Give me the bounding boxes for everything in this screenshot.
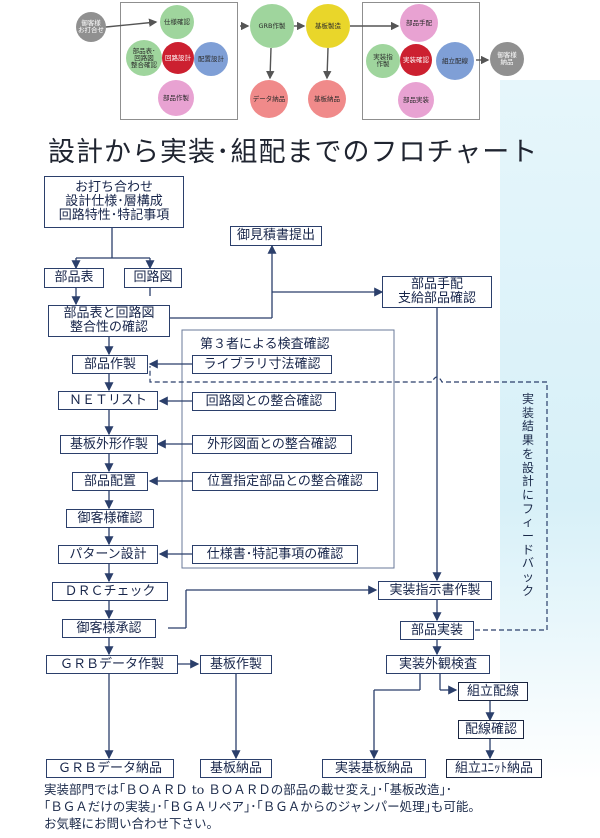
spec-check-box: 仕様書･特記事項の確認 xyxy=(192,545,358,564)
page-title: 設計から実装･組配までのフロチャート xyxy=(48,137,539,168)
mount-stage-frame xyxy=(362,2,480,120)
grb-make-box: ＧＲＢデータ作製 xyxy=(46,655,178,674)
placement-check-box: 位置指定部品との整合確認 xyxy=(192,472,378,491)
board-make-circle: 基板製造 xyxy=(306,4,350,48)
customer-check-box: 御客様確認 xyxy=(66,509,154,528)
mount-check-circle: 実装確認 xyxy=(400,44,432,76)
assembly-wiring-circle: 組立配線 xyxy=(436,42,474,80)
parts-order-circle: 部品手配 xyxy=(400,4,438,42)
consistency-box: 部品表と回路図整合性の確認 xyxy=(48,305,170,337)
visual-inspection-box: 実装外観検査 xyxy=(386,655,490,674)
grb-delivery-box: ＧＲＢデータ納品 xyxy=(46,759,174,778)
mount-instruction-box: 実装指示書作製 xyxy=(378,581,492,600)
netlist-box: ＮＥＴリスト xyxy=(58,391,158,410)
parts-procure-box: 部品手配支給部品確認 xyxy=(382,276,492,308)
footer-line-3: お気軽にお問い合わせ下さい。 xyxy=(44,816,220,831)
footer-note: 実装部門では｢ＢＯＡＲＤ to ＢＯＡＲＤの部品の載せ変え｣･｢基板改造｣･ ｢… xyxy=(44,781,481,832)
parts-mount-circle: 部品実装 xyxy=(398,82,434,118)
parts-mount-box: 部品実装 xyxy=(400,621,474,640)
outline-make-box: 基板外形作製 xyxy=(60,435,158,454)
mounted-delivery-box: 実装基板納品 xyxy=(322,759,426,778)
circuit-design-circle: 回路設計 xyxy=(162,42,194,74)
outline-check-box: 外形図面との整合確認 xyxy=(192,435,352,454)
unit-delivery-box: 組立ﾕﾆｯﾄ納品 xyxy=(446,759,542,778)
header-arrows xyxy=(105,18,490,80)
circuit-check-box: 回路図との整合確認 xyxy=(192,392,336,411)
background-tint xyxy=(500,80,600,780)
third-party-title: 第３者による検査確認 xyxy=(200,337,330,352)
board-make-box: 基板作製 xyxy=(200,655,272,674)
board-delivery-box: 基板納品 xyxy=(200,759,272,778)
wiring-check-box: 配線確認 xyxy=(458,720,524,739)
pattern-design-box: パターン設計 xyxy=(58,545,158,564)
mount-instruction-circle: 実装指作製 xyxy=(366,44,400,78)
layout-design-circle: 配置設計 xyxy=(194,42,228,76)
footer-line-1: 実装部門では｢ＢＯＡＲＤ to ＢＯＡＲＤの部品の載せ変え｣･｢基板改造｣･ xyxy=(44,782,452,797)
footer-line-2: ｢ＢＧＡだけの実装｣･｢ＢＧＡリペア｣･｢ＢＧＡからのジャンパー処理｣も可能。 xyxy=(44,799,481,814)
meeting-box: お打ち合わせ設計仕様･層構成回路特性･特記事項 xyxy=(44,176,184,228)
grb-make-circle: GRB作製 xyxy=(250,4,294,48)
quote-box: 御見積書提出 xyxy=(230,226,322,246)
assembly-wiring-box: 組立配線 xyxy=(458,682,528,701)
drc-box: ＤＲＣチェック xyxy=(52,582,168,601)
customer-delivery-circle: 御客様納品 xyxy=(490,42,524,76)
board-delivery-circle: 基板納品 xyxy=(308,80,346,118)
design-stage-frame xyxy=(120,2,238,120)
data-delivery-circle: データ納品 xyxy=(250,80,288,118)
placement-box: 部品配置 xyxy=(72,472,148,491)
parts-check-circle: 部品表･回路図整合確認 xyxy=(126,40,162,76)
customer-meeting-circle: 御客様お打合せ xyxy=(76,12,106,42)
spec-check-circle: 仕様確認 xyxy=(160,5,194,39)
customer-approval-box: 御客様承認 xyxy=(62,619,156,638)
parts-make-circle-top: 部品作製 xyxy=(158,80,194,116)
parts-list-box: 部品表 xyxy=(44,268,104,288)
library-check-box: ライブラリ寸法確認 xyxy=(192,355,332,374)
circuit-box: 回路図 xyxy=(124,268,182,288)
parts-make-box: 部品作製 xyxy=(72,355,148,374)
feedback-label: 実装結果を設計にフィードバック xyxy=(521,392,534,598)
